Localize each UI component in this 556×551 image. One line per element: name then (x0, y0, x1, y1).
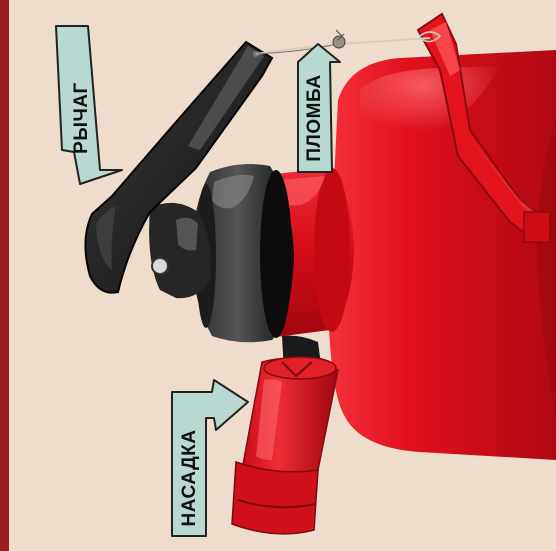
seal-label: ПЛОМБА (304, 74, 325, 161)
extinguisher-body (328, 50, 556, 460)
callout-seal: ПЛОМБА (298, 44, 340, 172)
frame-stripe (0, 0, 9, 551)
nozzle-label: НАСАДКА (179, 430, 200, 527)
nozzle (232, 357, 338, 534)
lever-label: РЫЧАГ (71, 82, 92, 154)
callout-lever: РЫЧАГ (56, 26, 122, 184)
seal-wire (256, 30, 440, 54)
